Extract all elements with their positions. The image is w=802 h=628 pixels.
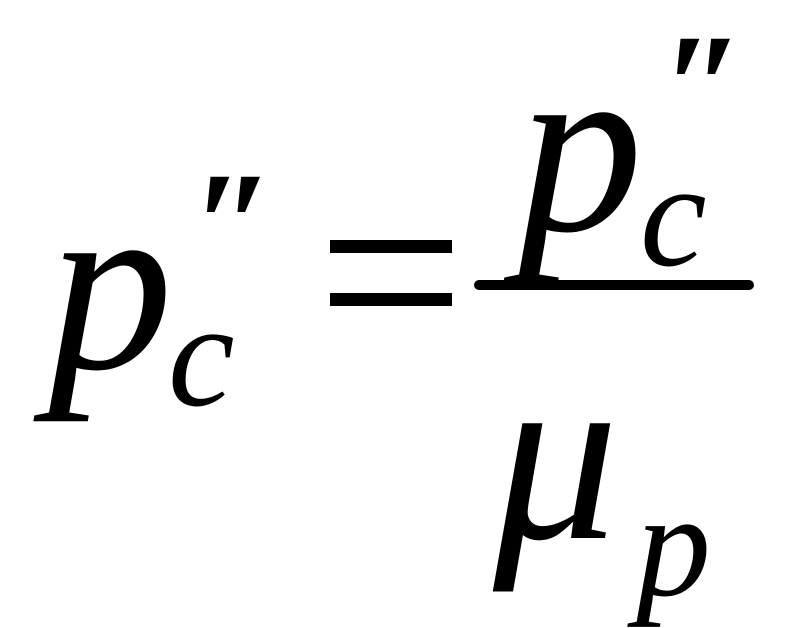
- lhs-double-prime: ″: [192, 142, 275, 308]
- equals-bar-top: [330, 240, 452, 253]
- denominator-symbol-mu: μ: [493, 316, 619, 593]
- numerator-double-prime: ″: [662, 4, 745, 170]
- numerator-subscript-c: c: [640, 132, 707, 298]
- lhs-symbol-p: p: [48, 146, 173, 423]
- numerator-symbol-p: p: [518, 8, 643, 285]
- fraction-bar: [474, 280, 754, 290]
- denominator-subscript-p: p: [636, 462, 711, 628]
- lhs-subscript-c: c: [168, 272, 235, 438]
- equals-bar-bottom: [330, 293, 452, 306]
